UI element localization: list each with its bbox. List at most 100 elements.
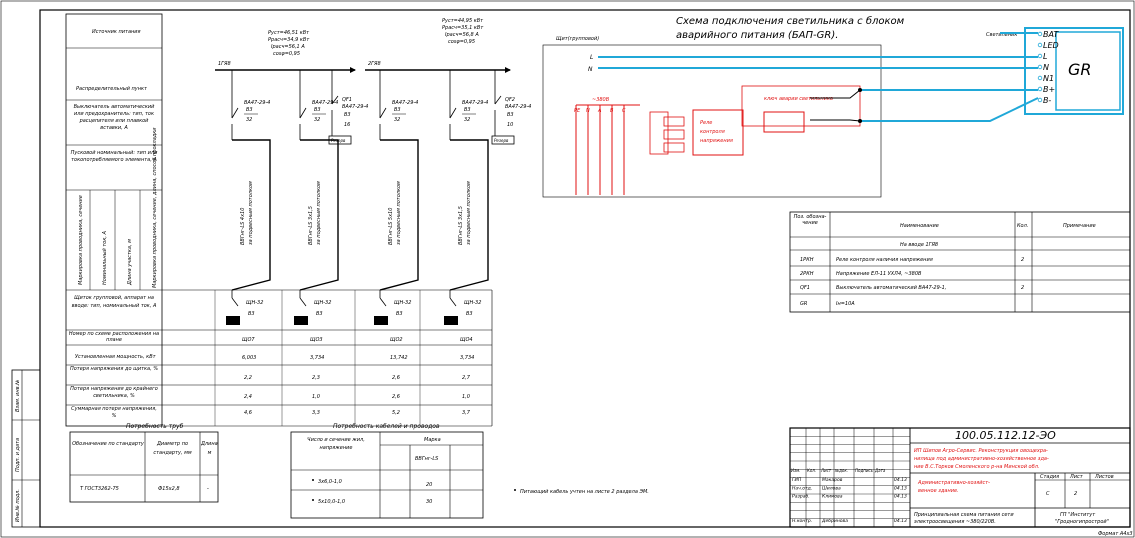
group-4-loss-end: 1,0 xyxy=(462,394,470,400)
supply-bus-2: Руст=44,95 кВт Ррасч=35,1 кВт Iрасч=56,8… xyxy=(365,18,511,73)
group-1-rating: 32 xyxy=(246,117,252,123)
group-1-total: 4,6 xyxy=(244,410,252,416)
pipes-header-2: Диаметр по стандарту, мм xyxy=(153,441,191,456)
stamp-role-3: Разраб. xyxy=(792,494,810,500)
cables-mark-header: Марка xyxy=(424,437,441,443)
group-3-loss-end: 2,6 xyxy=(392,394,400,400)
cables-row-1-size: 3х6,0-1,0 xyxy=(318,479,342,485)
pipes-row-std: Т ГОСТ3262-75 xyxy=(80,486,119,492)
relay-text-1: Реле xyxy=(700,120,712,126)
stamp-role-2: Нач.отд. xyxy=(792,485,812,491)
group-4-power: 3,734 xyxy=(460,355,474,361)
terminal-1: BAT xyxy=(1043,30,1059,39)
relay-box xyxy=(692,109,744,156)
group-1-number: ЩО7 xyxy=(242,337,255,343)
group-4-type: B3 xyxy=(464,107,471,113)
group-4-rating: 32 xyxy=(464,117,470,123)
group-3-total: 5,2 xyxy=(392,410,400,416)
supply-2-param-2: Ррасч=35,1 кВт xyxy=(442,25,484,31)
stamp-col-1: Изм. xyxy=(791,468,800,473)
group-4-breaker: ВА47-29-4 xyxy=(462,100,488,106)
relay-text-2: контроля xyxy=(700,129,725,135)
terminal-dot xyxy=(1037,97,1043,103)
spec-row-1-pos: 1РКН xyxy=(800,257,814,263)
stamp-role-4: Н.контр. xyxy=(792,518,812,524)
supply-2-param-1: Руст=44,95 кВт xyxy=(442,18,484,24)
group-2-power: 3,734 xyxy=(310,355,324,361)
side-label-replace: Взам. инв.№ xyxy=(15,380,21,412)
panel-icon xyxy=(294,316,308,325)
spec-header-name: Наименование xyxy=(900,223,939,229)
cables-table: Потребность кабелей и проводов Число и с… xyxy=(290,423,484,519)
stamp-stage: С xyxy=(1046,491,1050,497)
supply-1-param-3: Iрасч=56,1 А xyxy=(271,44,305,50)
supply-2-param-4: cosφ=0,95 xyxy=(448,39,475,45)
group-1-loss-end: 2,4 xyxy=(244,394,252,400)
group-2-rating: 32 xyxy=(314,117,320,123)
cables-row-1-length: 20 xyxy=(426,482,432,488)
key-label: ключ аварии светильника xyxy=(764,96,833,102)
pipes-table: Потребность труб Обозначение по стандарт… xyxy=(69,423,219,503)
stamp-org-2: "Гродногипрострой" xyxy=(1055,519,1109,525)
group-3-type: B3 xyxy=(394,107,401,113)
supply-1-bus-label: 1ГЯ8 xyxy=(218,61,231,67)
group-4-total: 3,7 xyxy=(462,410,471,416)
spare-2-type: B3 xyxy=(507,112,514,118)
spec-section: На вводе 1ГЯ8 xyxy=(900,242,938,248)
group-1-breaker: ВА47-29-4 xyxy=(244,100,270,106)
label-vertical-length: Длина участка, м xyxy=(127,239,133,286)
stamp-col-6: Дата xyxy=(874,468,886,473)
group-2-cable-route: за подвесным потолком xyxy=(316,181,322,245)
pipes-row-length: - xyxy=(207,486,209,492)
terminal-2: LED xyxy=(1043,41,1059,50)
group-2-cable: ВВГнг-LS 3х1,5 xyxy=(308,206,314,245)
group-4-panel-breaker: B3 xyxy=(466,311,473,317)
label-source: Источник питания xyxy=(92,29,141,35)
emergency-title-2: аварийного питания (БАП-GR). xyxy=(676,30,838,41)
stamp-project-3: ние В.С.Торков Смоленского р-на Минской … xyxy=(914,464,1039,470)
group-2-number: ЩО3 xyxy=(310,337,323,343)
terminal-dot xyxy=(1037,42,1043,48)
terminal-3: L xyxy=(1043,52,1047,61)
stamp-sheet-label: Лист xyxy=(1069,474,1084,480)
label-vertical-network: Маркировка проводника, сечение, длина, с… xyxy=(152,127,158,288)
group-3-power: 13,742 xyxy=(390,355,408,361)
voltage-label: ~380В xyxy=(592,97,610,103)
group-4-loss-panel: 2,7 xyxy=(462,375,471,381)
terminal-6: B+ xyxy=(1043,85,1055,94)
left-label-table: Источник питания Распределительный пункт… xyxy=(65,13,163,427)
group-3-panel-breaker: B3 xyxy=(396,311,403,317)
gr-block xyxy=(1024,27,1124,115)
spare-1-tag: Резерв xyxy=(331,138,346,143)
group-1-type: B3 xyxy=(246,107,253,113)
label-voltage-loss: Потеря напряжения до щитка, % xyxy=(70,366,158,372)
label-distribution: Распределительный пункт xyxy=(76,86,148,92)
label-device: Щиток групповой, аппарат на вводе: тип, … xyxy=(72,295,157,309)
group-1-panel-breaker: B3 xyxy=(248,311,255,317)
line-N-label: N xyxy=(588,66,593,73)
supply-2-bus-label: 2ГЯ8 xyxy=(368,61,381,67)
spec-row-4-name: Iн=10А xyxy=(836,301,855,307)
cables-row-2-size: 5х10,0-1,0 xyxy=(318,499,345,505)
group-2-total: 3,3 xyxy=(312,410,320,416)
spec-row-2-name: Напряжение ЕЛ-11 УХЛ4, ~380В xyxy=(836,271,922,277)
spec-row-3-name: Выключатель автоматический ВА47-29-1, xyxy=(836,285,946,291)
phase-N: N xyxy=(586,108,590,114)
spec-row-1-name: Реле контроля наличия напряжения xyxy=(836,257,933,263)
group-2-type: B3 xyxy=(314,107,321,113)
side-label-inv: Инв.№ подл. xyxy=(15,489,21,522)
label-rated-current: Пусковой номинальный: тип или токопотреб… xyxy=(71,150,158,163)
stamp-sheet: 2 xyxy=(1074,491,1077,497)
label-total-loss: Суммарная потеря напряжения, % xyxy=(71,406,157,419)
group-2-panel: ЩН-32 xyxy=(314,300,331,306)
group-2-panel-breaker: B3 xyxy=(316,311,323,317)
pipes-title: Потребность труб xyxy=(126,423,184,430)
